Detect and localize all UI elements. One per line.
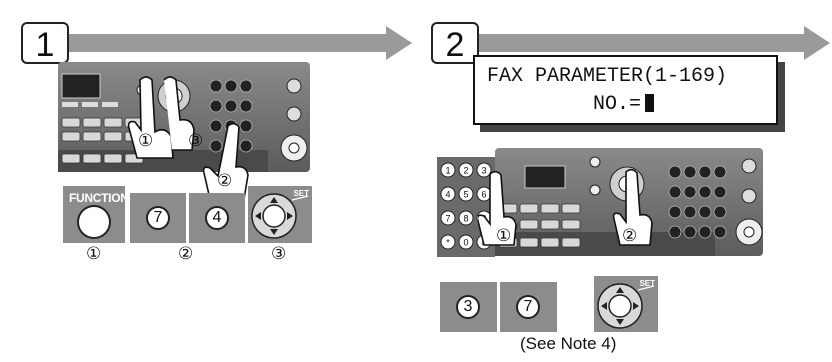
function-key-label: FUNCTION xyxy=(69,191,129,205)
digit-7-key-tile[interactable]: 7 xyxy=(130,193,186,243)
keypad-key-label: 6 xyxy=(481,190,486,200)
navigation-dial-icon xyxy=(251,193,309,239)
keypad-key xyxy=(458,210,474,226)
keypad-key-label: 5 xyxy=(463,190,468,200)
step-1-marker-3: ③ xyxy=(271,244,287,264)
hand-pointer-icon xyxy=(127,76,195,159)
step-2-keypad: 123456789*0# xyxy=(437,157,495,257)
digit-7-key: 7 xyxy=(516,295,540,319)
panel-marker-1: ① xyxy=(138,131,154,151)
set-key-tile[interactable]: SET xyxy=(248,186,312,243)
keypad-key-label: 8 xyxy=(463,214,468,224)
copy-key xyxy=(286,106,302,122)
keypad-key-label: * xyxy=(446,238,450,248)
keypad-key xyxy=(458,234,474,250)
lcd-display: FAX PARAMETER(1-169) NO.= xyxy=(473,55,778,125)
keypad-key-label: 4 xyxy=(445,190,450,200)
keypad-key xyxy=(440,234,456,250)
step-2-arrow-bar xyxy=(479,34,805,52)
keypad-key-label: 0 xyxy=(463,238,468,248)
function-key-tile[interactable]: FUNCTION xyxy=(63,186,129,243)
right-arrow-icon xyxy=(804,26,830,60)
step-number-1: 1 xyxy=(21,22,69,64)
note-reference: (See Note 4) xyxy=(520,334,617,353)
keypad-keys: 123456789*0# xyxy=(440,162,492,250)
keypad-key xyxy=(458,186,474,202)
step-2-panel-marker-1: ① xyxy=(496,226,512,246)
digit-7-key-tile[interactable]: 7 xyxy=(500,282,557,332)
digit-4-key: 4 xyxy=(205,206,229,230)
lcd-line-2: NO.= xyxy=(593,93,655,116)
digit-3-key-tile[interactable]: 3 xyxy=(440,282,497,332)
step-1-marker-1: ① xyxy=(86,244,102,264)
set-key-tile[interactable]: SET xyxy=(594,276,658,332)
panel-lcd xyxy=(61,73,101,99)
panel-marker-2: ② xyxy=(217,171,233,191)
panel-marker-3: ③ xyxy=(188,131,204,151)
set-label: SET xyxy=(293,189,309,198)
keypad-key xyxy=(476,162,492,178)
step-1-marker-2: ② xyxy=(178,244,194,264)
step-1-arrow-bar xyxy=(69,34,387,52)
step-2-panel-marker-2: ② xyxy=(622,226,638,246)
navigation-dial-icon xyxy=(597,283,655,329)
lcd-cursor xyxy=(645,94,655,112)
stop-key xyxy=(286,78,302,94)
lcd-line-1: FAX PARAMETER(1-169) xyxy=(487,65,728,88)
function-key-button xyxy=(77,205,111,239)
keypad-key xyxy=(458,162,474,178)
keypad-key-label: 1 xyxy=(445,166,450,176)
keypad-key xyxy=(440,210,456,226)
digit-7-key: 7 xyxy=(146,206,170,230)
hand-pointer-icon xyxy=(478,170,517,246)
hand-pointer-icon xyxy=(612,168,653,246)
right-arrow-icon xyxy=(386,26,412,60)
keypad-key xyxy=(440,186,456,202)
lcd-line-2-text: NO.= xyxy=(593,93,642,116)
step-number-2: 2 xyxy=(431,22,479,64)
hand-pointer-icon xyxy=(202,122,249,200)
digit-4-key-tile[interactable]: 4 xyxy=(189,193,245,243)
step-1-control-panel xyxy=(58,62,310,172)
keypad-key-label: 7 xyxy=(445,214,450,224)
digit-3-key: 3 xyxy=(456,295,480,319)
keypad-key-label: 3 xyxy=(481,166,486,176)
set-label: SET xyxy=(639,279,655,288)
keypad-key-label: 2 xyxy=(463,166,468,176)
keypad-key xyxy=(440,162,456,178)
